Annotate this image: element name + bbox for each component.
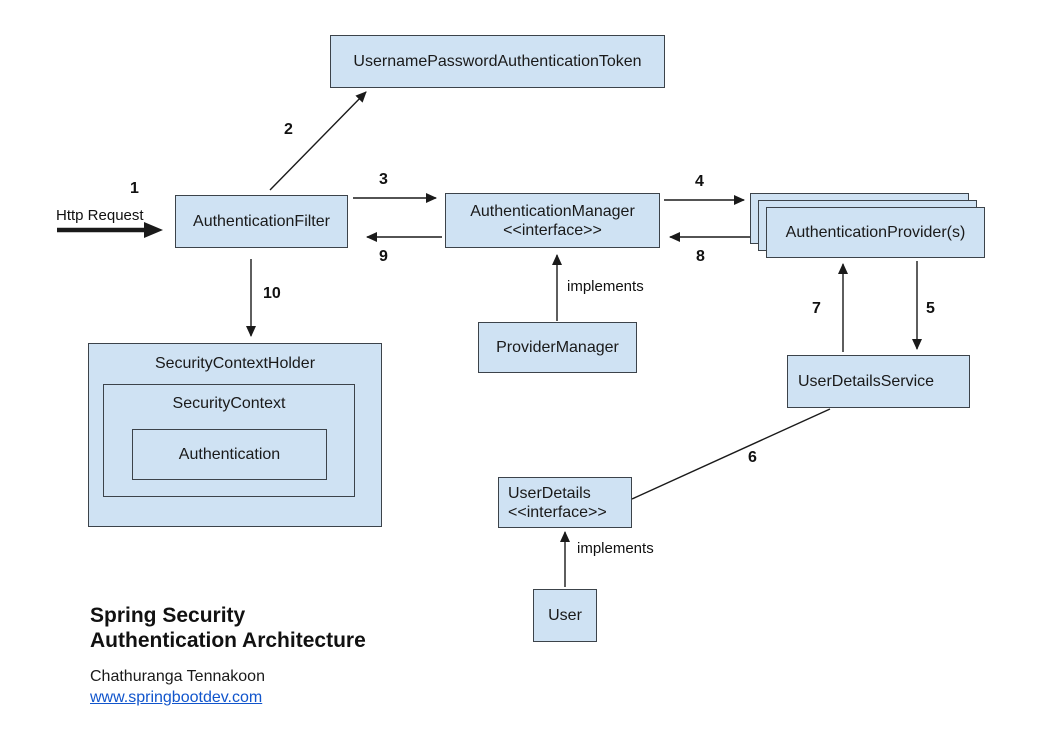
edge-label-10: 10 <box>263 285 281 302</box>
website-link[interactable]: www.springbootdev.com <box>90 689 263 706</box>
node-user-details-label: UserDetails <box>508 484 591 502</box>
node-user: User <box>533 589 597 642</box>
node-authentication-filter: AuthenticationFilter <box>175 195 348 248</box>
diagram-title: Spring Security Authentication Architect… <box>90 603 366 653</box>
edge-label-7: 7 <box>812 300 821 317</box>
node-authentication-manager-stereotype: <<interface>> <box>503 221 602 239</box>
node-user-details-service: UserDetailsService <box>787 355 970 408</box>
edge-label-1: 1 <box>130 180 139 197</box>
edge-2-filter-to-token <box>269 91 367 191</box>
edge-label-4: 4 <box>695 173 704 190</box>
author-name: Chathuranga Tennakoon <box>90 668 265 685</box>
node-authentication-providers: AuthenticationProvider(s) <box>766 207 985 258</box>
diagram-title-line1: Spring Security <box>90 604 246 627</box>
implements-label-user: implements <box>577 540 654 557</box>
edge-label-2: 2 <box>284 121 293 138</box>
node-provider-manager: ProviderManager <box>478 322 637 373</box>
edge-label-3: 3 <box>379 171 388 188</box>
edge-label-9: 9 <box>379 248 388 265</box>
edge-6-userdetails-to-uds <box>631 408 831 500</box>
edge-label-5: 5 <box>926 300 935 317</box>
node-authentication-manager: AuthenticationManager <<interface>> <box>445 193 660 248</box>
http-request-arrowhead <box>144 222 163 238</box>
node-username-password-authentication-token: UsernamePasswordAuthenticationToken <box>330 35 665 88</box>
diagram-title-line2: Authentication Architecture <box>90 629 366 652</box>
edge-label-8: 8 <box>696 248 705 265</box>
node-user-details-stereotype: <<interface>> <box>508 503 607 521</box>
http-request-label: Http Request <box>56 207 144 224</box>
edge-label-6: 6 <box>748 449 757 466</box>
node-authentication-manager-label: AuthenticationManager <box>470 202 635 220</box>
node-user-details: UserDetails <<interface>> <box>498 477 632 528</box>
node-authentication: Authentication <box>132 429 327 480</box>
implements-label-provider-manager: implements <box>567 278 644 295</box>
